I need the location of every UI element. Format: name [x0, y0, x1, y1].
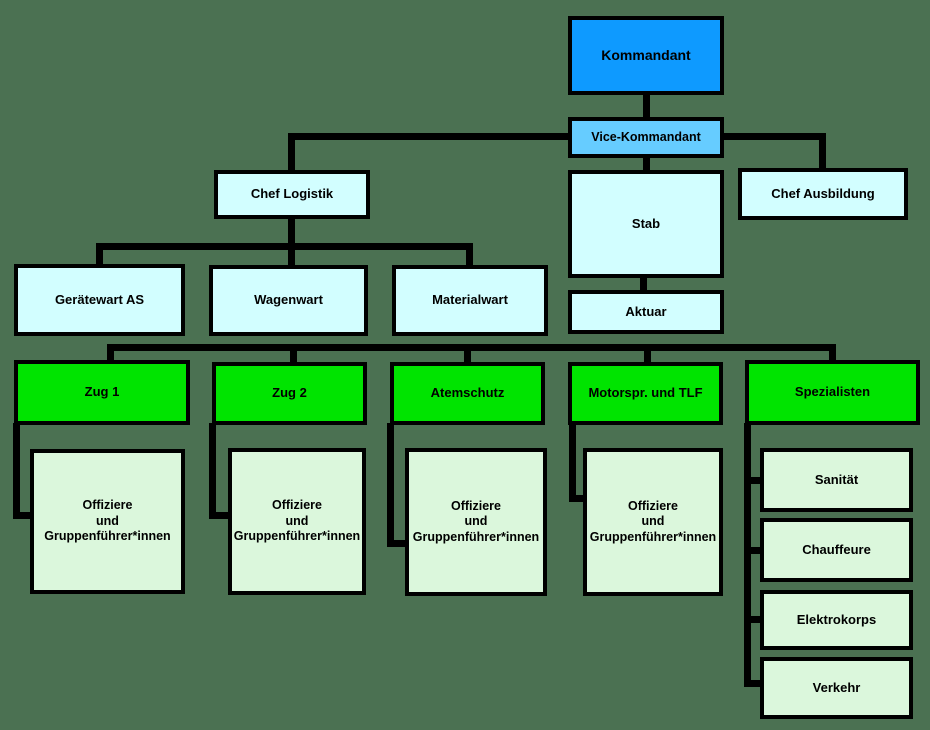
node-vice-kommandant: Vice-Kommandant	[568, 117, 724, 158]
connector-stub-verkehr	[744, 680, 764, 687]
connector-drop-zug2	[290, 351, 297, 364]
connector-logistik-rail	[96, 243, 473, 250]
node-verkehr: Verkehr	[760, 657, 913, 719]
node-sanitaet: Sanität	[760, 448, 913, 512]
connector-zug1-offiziere-stub	[13, 512, 34, 519]
node-atemschutz: Atemschutz	[390, 362, 545, 425]
connector-drop-motorspritze	[644, 351, 651, 364]
node-zug1: Zug 1	[14, 360, 190, 425]
node-chef-ausbildung: Chef Ausbildung	[738, 168, 908, 220]
node-zug2: Zug 2	[212, 362, 367, 425]
connector-drop-geraetewart	[96, 250, 103, 265]
connector-vice-left-vertical	[288, 133, 295, 171]
connector-vice-left-horizontal	[288, 133, 572, 140]
connector-zug2-offiziere-vertical	[209, 423, 216, 519]
node-offiziere-zug2: Offiziere und Gruppenführer*innen	[228, 448, 366, 595]
connector-atemschutz-offiziere-vertical	[387, 423, 394, 547]
node-offiziere-zug1: Offiziere und Gruppenführer*innen	[30, 449, 185, 594]
connector-units-rail	[107, 344, 836, 351]
node-spezialisten: Spezialisten	[745, 360, 920, 425]
node-motorspritze-tlf: Motorspr. und TLF	[568, 362, 723, 425]
connector-stub-chauffeure	[744, 547, 764, 554]
node-elektrokorps: Elektrokorps	[760, 590, 913, 650]
connector-drop-zug1	[107, 344, 114, 362]
node-kommandant: Kommandant	[568, 16, 724, 95]
node-wagenwart: Wagenwart	[209, 265, 368, 336]
node-chef-logistik: Chef Logistik	[214, 170, 370, 219]
node-stab: Stab	[568, 170, 724, 278]
connector-motorspritze-offiziere-vertical	[569, 423, 576, 502]
connector-zug2-offiziere-stub	[209, 512, 232, 519]
connector-stub-elektrokorps	[744, 616, 764, 623]
connector-zug1-offiziere-vertical	[13, 423, 20, 519]
connector-atemschutz-offiziere-stub	[387, 540, 409, 547]
node-materialwart: Materialwart	[392, 265, 548, 336]
connector-drop-spezialisten	[829, 344, 836, 362]
connector-vice-right-horizontal	[721, 133, 826, 140]
node-chauffeure: Chauffeure	[760, 518, 913, 582]
connector-drop-wagenwart	[288, 250, 295, 266]
connector-stab-aktuar	[640, 277, 647, 291]
connector-stub-sanitaet	[744, 477, 764, 484]
connector-vice-stab	[643, 157, 650, 171]
connector-spezialisten-spine	[744, 423, 751, 687]
node-offiziere-atemschutz: Offiziere und Gruppenführer*innen	[405, 448, 547, 596]
connector-drop-atemschutz	[464, 351, 471, 364]
node-geraetewart-as: Gerätewart AS	[14, 264, 185, 336]
node-offiziere-motorspritze: Offiziere und Gruppenführer*innen	[583, 448, 723, 596]
connector-motorspritze-offiziere-stub	[569, 495, 587, 502]
connector-kommandant-vice	[643, 94, 650, 118]
connector-logistik-down	[288, 218, 295, 245]
connector-drop-materialwart	[466, 250, 473, 266]
node-aktuar: Aktuar	[568, 290, 724, 334]
connector-vice-right-vertical	[819, 133, 826, 169]
